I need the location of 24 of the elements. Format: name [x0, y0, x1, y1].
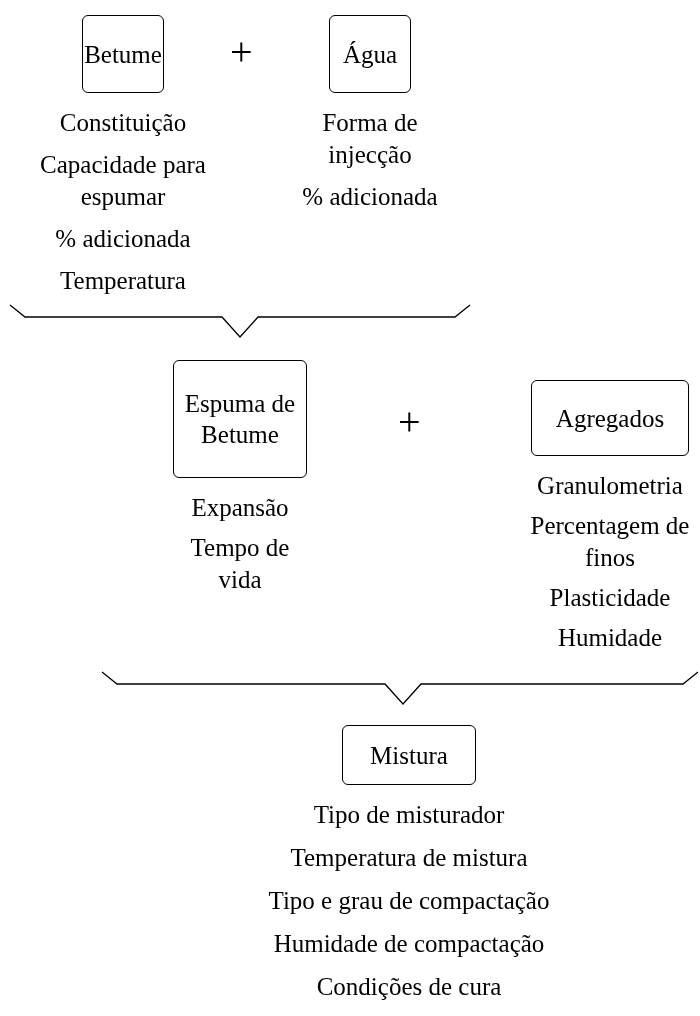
property-text: Tempo de vida [189, 533, 291, 595]
property-text: Plasticidade [549, 583, 671, 613]
property-text: Humidade [557, 623, 663, 653]
property-text: % adicionada [302, 182, 438, 212]
property-text: Capacidade para espumar [39, 150, 207, 212]
property-text: Forma de injecção [321, 108, 419, 170]
property-text: Condições de cura [316, 972, 502, 1002]
ingredient-box: Mistura [342, 725, 476, 785]
property-text: Tipo de misturador [313, 800, 505, 830]
property-text: % adicionada [55, 224, 191, 254]
property-text: Temperatura de mistura [290, 843, 528, 873]
property-text: Constituição [59, 108, 187, 138]
property-text: Tipo e grau de compactação [268, 886, 550, 916]
ingredient-box: Betume [82, 15, 164, 93]
plus-sign: + [398, 402, 421, 442]
ingredient-box: Agregados [531, 380, 689, 456]
property-text: Percentagem de finos [529, 511, 691, 573]
ingredient-box: Espuma de Betume [173, 360, 307, 478]
ingredient-box: Água [329, 15, 411, 93]
property-text: Temperatura [60, 266, 186, 296]
property-text: Expansão [191, 493, 289, 523]
plus-sign: + [230, 32, 253, 72]
property-text: Granulometria [537, 471, 683, 501]
property-text: Humidade de compactação [273, 929, 545, 959]
